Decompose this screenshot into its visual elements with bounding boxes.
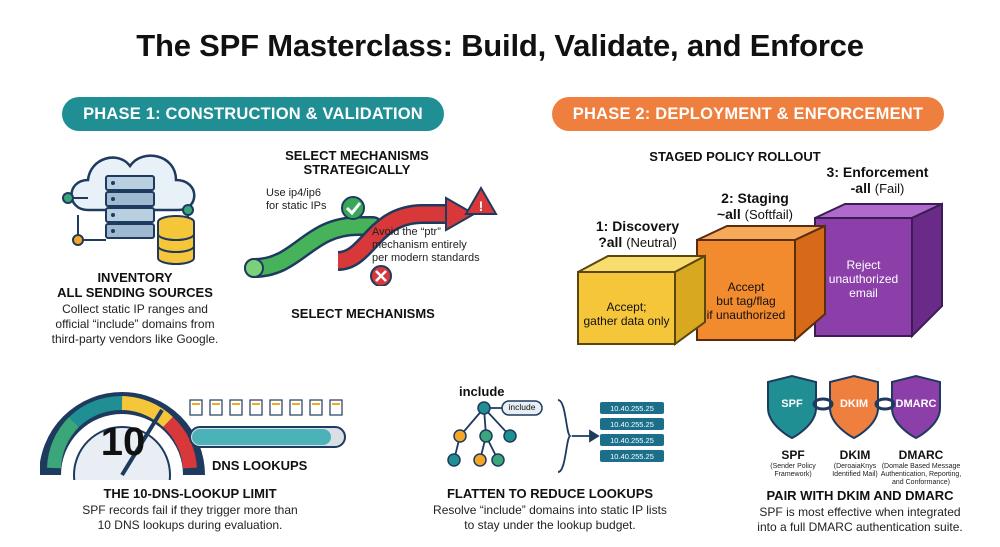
stage-2-line-1: Accept — [727, 280, 765, 294]
spf-sub-1: (Sender Policy — [770, 463, 816, 470]
inventory-heading-2: ALL SENDING SOURCES — [57, 285, 213, 300]
stage-2-mode: (Softfail) — [744, 207, 794, 222]
dkim-name: DKIM — [839, 448, 871, 462]
flatten-desc-1: Resolve “include” domains into static IP… — [433, 503, 667, 517]
stage-1-block — [577, 254, 706, 346]
dkim-sub-2: Identified Mail) — [832, 471, 878, 478]
dkim-sub-1: (DeroaiaKnys — [833, 463, 877, 470]
rollout-steps-graphic — [577, 202, 943, 346]
stage-2-qualifier: ~all — [716, 206, 741, 222]
phase-2-banner: PHASE 2: DEPLOYMENT & ENFORCEMENT — [552, 97, 944, 131]
mechanisms-use-2: for static IPs — [266, 200, 327, 212]
stage-1-mode: (Neutral) — [626, 235, 677, 250]
stage-1-name: 1: Discovery — [595, 218, 680, 234]
stage-3-mode: (Fail) — [874, 181, 905, 196]
mechanisms-arrow-graphic: ! — [244, 186, 498, 286]
limit-desc-2: 10 DNS lookups during evaluation. — [97, 518, 283, 532]
flatten-include-label: include — [459, 384, 505, 399]
stage-2-line-2: but tag/flag — [716, 294, 776, 308]
ip-item-1: 10.40.255.25 — [600, 402, 664, 414]
inventory-desc-1: Collect static IP ranges and — [62, 302, 208, 316]
dmarc-sub-2: Authentication, Reporting, — [880, 471, 962, 478]
limit-desc-1: SPF records fail if they trigger more th… — [82, 503, 298, 517]
flatten-desc-2: to stay under the lookup budget. — [464, 518, 636, 532]
pair-desc-1: SPF is most effective when integrated — [759, 505, 961, 519]
mechanisms-avoid-1: Avoid the “ptr” — [372, 226, 441, 238]
stage-3-qualifier: -all — [850, 180, 871, 196]
stage-3-line-2: unauthorized — [828, 272, 899, 286]
mechanisms-heading-2: STRATEGICALLY — [303, 162, 411, 177]
document-icons — [189, 399, 343, 416]
stage-1-line-2: gather data only — [583, 314, 670, 328]
spf-shield-label: SPF — [781, 398, 803, 410]
mechanisms-avoid-2: mechanism entirely — [372, 239, 467, 251]
stage-3-block — [814, 202, 943, 339]
inventory-desc-2: official “include” domains from — [55, 317, 215, 331]
stage-2-line-3: if unauthorized — [706, 308, 786, 322]
shields-graphic — [767, 374, 941, 440]
stage-2-block — [696, 224, 826, 343]
dns-lookups-label: DNS LOOKUPS — [212, 458, 308, 473]
flatten-heading: FLATTEN TO REDUCE LOOKUPS — [446, 486, 654, 501]
dmarc-name: DMARC — [898, 448, 944, 462]
pair-heading: PAIR WITH DKIM AND DMARC — [766, 488, 954, 503]
cloud-server-icon — [62, 154, 196, 265]
page-title: The SPF Masterclass: Build, Validate, an… — [136, 28, 864, 63]
dns-progress-fill — [192, 429, 331, 445]
gauge-value: 10 — [100, 420, 146, 464]
rollout-heading: STAGED POLICY ROLLOUT — [649, 149, 821, 164]
limit-heading: THE 10-DNS-LOOKUP LIMIT — [103, 486, 277, 501]
mechanisms-footer: SELECT MECHANISMS — [291, 306, 435, 321]
stage-1-qualifier: ?all — [598, 234, 623, 250]
stage-3-line-3: email — [849, 286, 878, 300]
mechanisms-heading-1: SELECT MECHANISMS — [285, 148, 429, 163]
phase-1-banner: PHASE 1: CONSTRUCTION & VALIDATION — [62, 97, 444, 131]
mechanisms-avoid-3: per modern standards — [372, 252, 480, 264]
dmarc-sub-3: and Conformance) — [892, 479, 950, 486]
flatten-include-badge: include — [508, 402, 536, 412]
stage-1-line-1: Accept; — [606, 300, 647, 314]
spf-name: SPF — [781, 448, 805, 462]
pair-desc-2: into a full DMARC authentication suite. — [757, 520, 963, 534]
dmarc-sub-1: (Domale Based Message — [881, 463, 961, 470]
inventory-desc-3: third-party vendors like Google. — [51, 332, 219, 346]
stage-3-name: 3: Enforcement — [826, 164, 929, 180]
mechanisms-use-1: Use ip4/ip6 — [266, 187, 322, 199]
dns-gauge-graphic — [40, 392, 346, 480]
ip-item-4: 10.40.255.25 — [600, 450, 664, 462]
flatten-tree-graphic — [447, 399, 600, 473]
dmarc-shield-label: DMARC — [895, 398, 937, 410]
inventory-heading-1: INVENTORY — [97, 270, 173, 285]
svg-text:!: ! — [479, 198, 484, 214]
dkim-shield-label: DKIM — [839, 398, 869, 410]
ip-item-3: 10.40.255.25 — [600, 434, 664, 446]
spf-sub-2: Framework) — [774, 471, 812, 478]
ip-item-2: 10.40.255.25 — [600, 418, 664, 430]
dmarc-shield-icon — [891, 374, 941, 440]
stage-3-line-1: Reject — [846, 258, 881, 272]
stage-2-name: 2: Staging — [721, 190, 789, 206]
